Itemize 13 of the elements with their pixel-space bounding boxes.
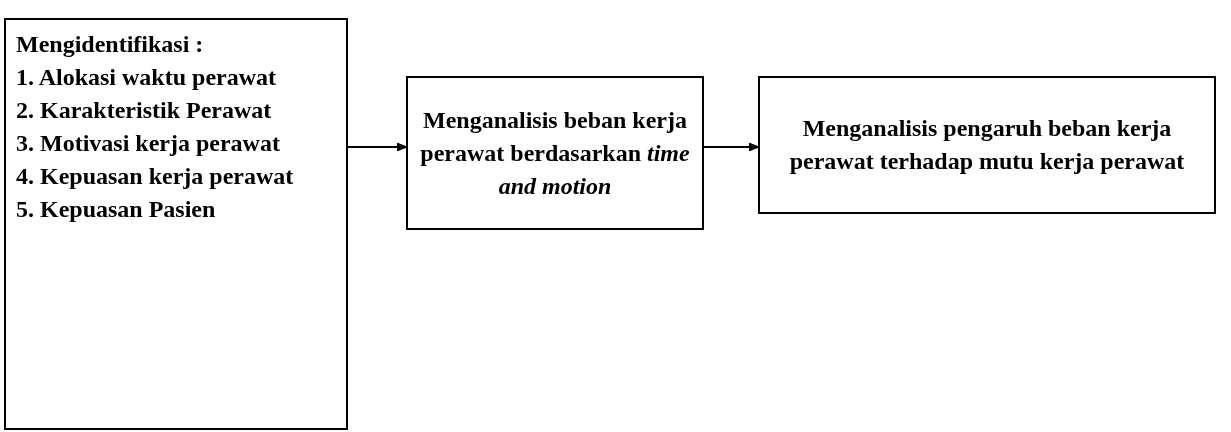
process-box xyxy=(4,18,348,430)
box-heading: Mengidentifikasi : xyxy=(16,30,205,59)
box-text: Menganalisis beban kerja perawat berdasarkan time and motion xyxy=(419,105,691,201)
process-box xyxy=(406,76,704,230)
list-item: 1. Alokasi waktu perawat xyxy=(16,63,278,92)
arrow xyxy=(703,142,760,152)
list-item: 4. Kepuasan kerja perawat xyxy=(16,162,295,191)
list-item: 5. Kepuasan Pasien xyxy=(16,195,217,224)
box-text: Menganalisis pengaruh beban kerja perawat terhadap mutu kerja perawat xyxy=(788,114,1186,176)
arrow xyxy=(347,142,408,152)
process-box xyxy=(758,76,1216,214)
list-item: 2. Karakteristik Perawat xyxy=(16,96,273,125)
list-item: 3. Motivasi kerja perawat xyxy=(16,129,281,158)
